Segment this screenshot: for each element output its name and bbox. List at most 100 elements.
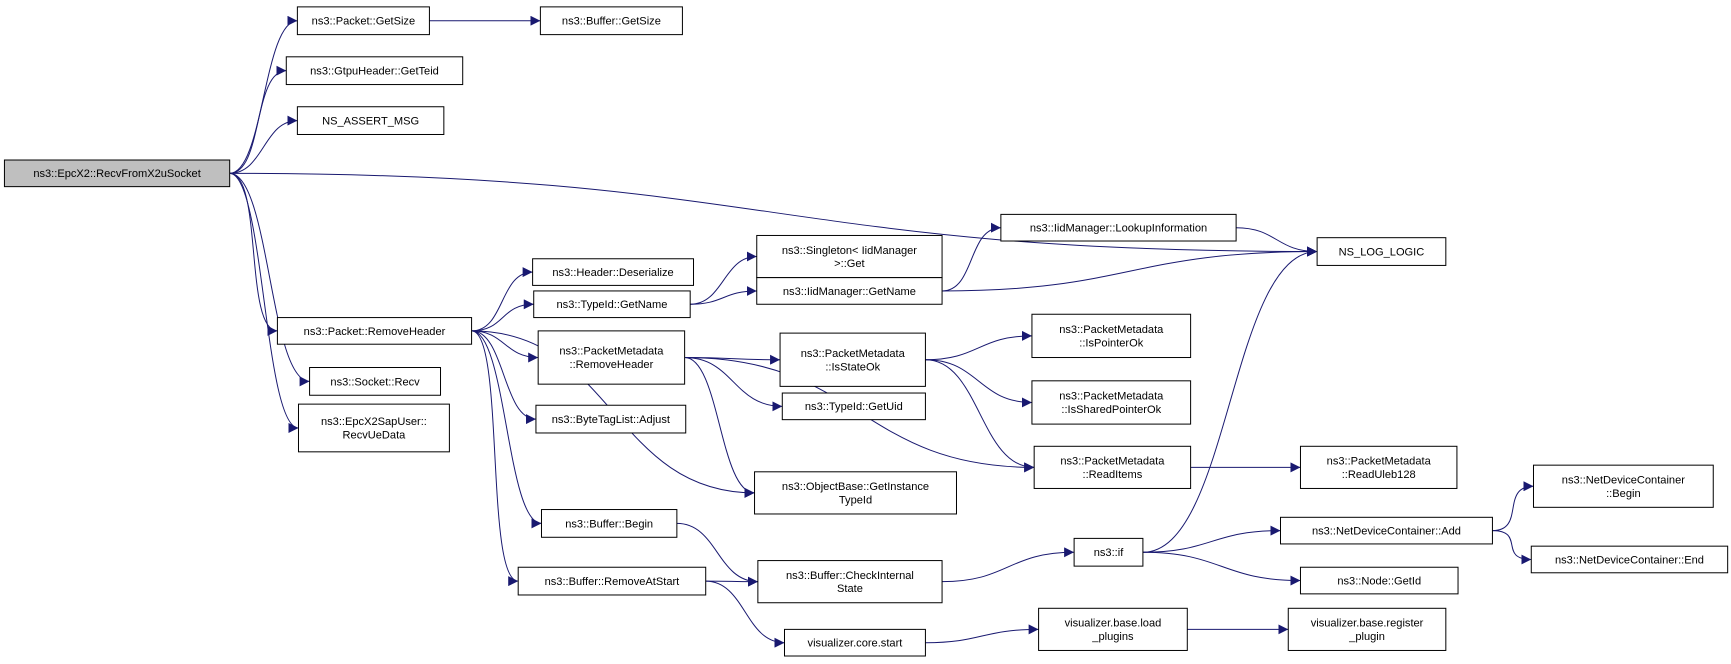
node-label: State	[837, 583, 863, 595]
node-label: ns3::TypeId::GetName	[557, 299, 668, 311]
node-box	[276, 317, 473, 345]
node-pm-ispointerok[interactable]: ns3::PacketMetadata::IsPointerOk	[1031, 313, 1192, 359]
node-label: ns3::ByteTagList::Adjust	[552, 414, 670, 426]
node-pm-readuleb[interactable]: ns3::PacketMetadata::ReadUleb128	[1299, 445, 1458, 489]
node-pm-isstateok[interactable]: ns3::PacketMetadata::IsStateOk	[779, 332, 926, 387]
node-gtpu-getteid[interactable]: ns3::GtpuHeader::GetTeid	[285, 56, 464, 86]
node-box	[757, 560, 943, 604]
call-edge	[925, 330, 1032, 361]
node-box	[1287, 607, 1447, 651]
node-socket-recv[interactable]: ns3::Socket::Recv	[309, 367, 442, 396]
node-pm-issharedok[interactable]: ns3::PacketMetadata::IsSharedPointerOk	[1031, 380, 1192, 425]
node-pkt-removeheader[interactable]: ns3::Packet::RemoveHeader	[276, 317, 473, 345]
node-ndc-end[interactable]: ns3::NetDeviceContainer::End	[1530, 545, 1729, 574]
node-node-getid[interactable]: ns3::Node::GetId	[1299, 566, 1459, 595]
node-label: ns3::Packet::GetSize	[312, 16, 415, 28]
call-edge	[471, 330, 539, 363]
node-iid-lookup[interactable]: ns3::IidManager::LookupInformation	[1000, 213, 1237, 242]
node-label: ns3::PacketMetadata	[1059, 324, 1164, 336]
node-pm-readitems[interactable]: ns3::PacketMetadata::ReadItems	[1033, 445, 1192, 489]
node-ns-log[interactable]: NS_LOG_LOGIC	[1316, 237, 1447, 266]
node-label: ns3::Packet::RemoveHeader	[304, 326, 446, 338]
node-ns-assert[interactable]: NS_ASSERT_MSG	[296, 106, 445, 135]
node-main[interactable]: ns3::EpcX2::RecvFromX2uSocket	[3, 159, 231, 188]
node-label: ns3::IidManager::LookupInformation	[1030, 223, 1207, 235]
call-edge	[925, 624, 1039, 644]
node-box	[296, 6, 430, 36]
node-ns3-if[interactable]: ns3::if	[1073, 537, 1144, 567]
node-sap-recv[interactable]: ns3::EpcX2SapUser::RecvUeData	[297, 403, 450, 453]
node-label: ns3::IidManager::GetName	[783, 286, 916, 298]
node-label: >::Get	[834, 258, 864, 270]
node-box	[1031, 313, 1192, 359]
node-label: RecvUeData	[343, 430, 407, 442]
node-box	[1299, 445, 1458, 489]
node-label: ::IsSharedPointerOk	[1061, 404, 1161, 416]
node-label: ns3::EpcX2SapUser::	[321, 416, 427, 428]
node-iid-getname[interactable]: ns3::IidManager::GetName	[756, 277, 943, 305]
node-label: ns3::PacketMetadata	[801, 348, 906, 360]
call-edge	[471, 299, 534, 332]
node-label: visualizer.core.start	[808, 638, 903, 650]
node-label: ns3::ObjectBase::GetInstance	[782, 481, 929, 493]
node-label: TypeId	[839, 494, 872, 506]
node-label: ns3::if	[1094, 547, 1124, 559]
node-label: ns3::NetDeviceContainer	[1562, 474, 1685, 486]
node-buf-begin[interactable]: ns3::Buffer::Begin	[540, 509, 678, 538]
call-edge	[942, 222, 1001, 292]
node-label: visualizer.base.load	[1065, 618, 1162, 630]
node-btl-adjust[interactable]: ns3::ByteTagList::Adjust	[535, 404, 687, 434]
call-edge	[925, 359, 1032, 408]
call-edge	[229, 172, 278, 336]
node-label: NS_ASSERT_MSG	[322, 116, 419, 128]
node-box	[1000, 213, 1237, 242]
node-box	[783, 628, 926, 657]
node-vis-load[interactable]: visualizer.base.load_plugins	[1038, 607, 1188, 651]
call-edge	[1236, 227, 1318, 257]
node-box	[3, 159, 231, 188]
node-box	[1316, 237, 1447, 266]
node-box	[309, 367, 442, 396]
call-edge	[676, 522, 758, 587]
call-edge	[229, 172, 299, 433]
node-ndc-begin[interactable]: ns3::NetDeviceContainer::Begin	[1532, 464, 1714, 508]
node-vis-core-start[interactable]: visualizer.core.start	[783, 628, 926, 657]
node-label: ns3::NetDeviceContainer::Add	[1312, 526, 1461, 538]
node-box	[285, 56, 464, 86]
node-typeid-getuid[interactable]: ns3::TypeId::GetUid	[781, 392, 926, 421]
node-label: ::ReadItems	[1083, 469, 1143, 481]
node-vis-register[interactable]: visualizer.base.register_plugin	[1287, 607, 1447, 651]
node-hdr-deser[interactable]: ns3::Header::Deserialize	[532, 258, 695, 286]
call-edge	[684, 357, 755, 498]
node-box	[754, 471, 957, 515]
node-buf-getsize[interactable]: ns3::Buffer::GetSize	[539, 6, 683, 36]
node-ndc-add[interactable]: ns3::NetDeviceContainer::Add	[1279, 516, 1493, 545]
node-box	[535, 404, 687, 434]
node-buf-removeatstart[interactable]: ns3::Buffer::RemoveAtStart	[517, 566, 707, 596]
node-label: ns3::TypeId::GetUid	[805, 401, 903, 413]
node-label: ns3::Buffer::Begin	[565, 518, 653, 530]
node-box	[781, 392, 926, 421]
node-label: ns3::Node::GetId	[1337, 575, 1421, 587]
node-label: ::ReadUleb128	[1342, 469, 1416, 481]
node-pm-removeheader[interactable]: ns3::PacketMetadata::RemoveHeader	[537, 330, 686, 385]
node-box	[1031, 380, 1192, 425]
node-box	[296, 106, 445, 135]
node-typeid-getname[interactable]: ns3::TypeId::GetName	[533, 290, 691, 319]
node-label: ::IsStateOk	[825, 361, 880, 373]
node-label: ns3::GtpuHeader::GetTeid	[310, 66, 439, 78]
node-label: NS_LOG_LOGIC	[1339, 246, 1425, 258]
call-edge	[229, 115, 298, 174]
call-edge	[690, 251, 757, 305]
node-box	[539, 6, 683, 36]
node-box	[532, 258, 695, 286]
node-box	[540, 509, 678, 538]
node-label: ns3::EpcX2::RecvFromX2uSocket	[33, 168, 200, 180]
node-singleton-get[interactable]: ns3::Singleton< IidManager>::Get	[756, 234, 943, 279]
node-label: _plugins	[1091, 631, 1134, 643]
node-pkt-getsize[interactable]: ns3::Packet::GetSize	[296, 6, 430, 36]
node-label: ns3::Header::Deserialize	[552, 267, 673, 279]
